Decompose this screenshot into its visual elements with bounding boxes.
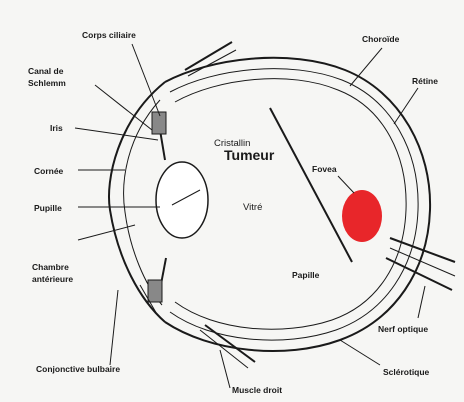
label-choroide: Choroïde: [362, 34, 400, 44]
pointer-retine: [394, 88, 418, 124]
label-fovea: Fovea: [312, 164, 337, 174]
label-retine: Rétine: [412, 76, 438, 86]
label-papille: Papille: [292, 270, 320, 280]
label-anterieure: antérieure: [32, 274, 73, 284]
tumor: [342, 190, 382, 242]
pointer-muscle: [220, 350, 230, 388]
label-chambre: Chambre: [32, 262, 69, 272]
tumor-arrow: [270, 108, 352, 262]
ciliary-body-upper: [152, 112, 166, 134]
label-iris: Iris: [50, 123, 63, 133]
label-vitre: Vitré: [243, 202, 262, 213]
label-muscle-droit: Muscle droit: [232, 385, 282, 395]
label-tumeur: Tumeur: [224, 147, 275, 163]
pointer-nerf: [418, 286, 425, 318]
label-pupille-left: Pupille: [34, 203, 62, 213]
pointer-canal: [95, 85, 152, 130]
label-schlemm: Schlemm: [28, 78, 66, 88]
label-cornee: Cornée: [34, 166, 64, 176]
pointer-fovea: [338, 176, 354, 193]
label-sclerotique: Sclérotique: [383, 367, 430, 377]
label-canal-de: Canal de: [28, 66, 64, 76]
pointer-chambre: [78, 225, 135, 240]
ciliary-body-lower: [148, 280, 162, 302]
optic-nerve-top: [390, 238, 455, 262]
label-nerf-optique: Nerf optique: [378, 324, 428, 334]
pointer-corps-ciliaire: [132, 44, 160, 116]
pointer-sclerotique: [340, 340, 380, 365]
pointer-conjonctive: [110, 290, 118, 365]
pointer-iris: [75, 128, 158, 140]
label-corps-ciliaire: Corps ciliaire: [82, 30, 136, 40]
label-conjonctive-bulbaire: Conjonctive bulbaire: [36, 364, 120, 374]
